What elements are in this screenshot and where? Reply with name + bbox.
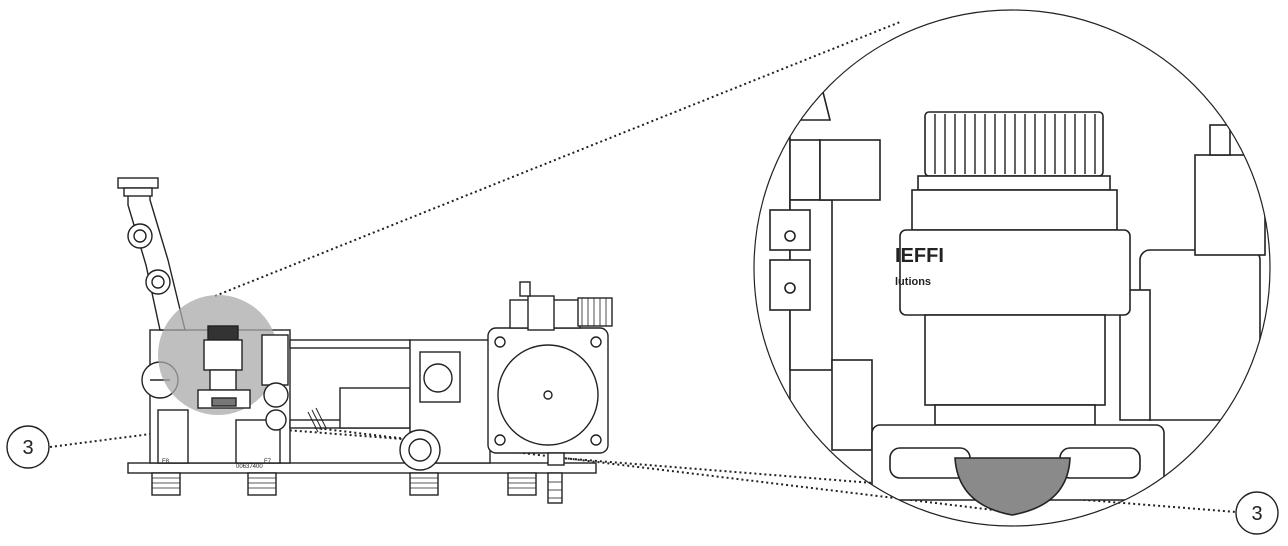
callout-right: 3 xyxy=(1235,491,1279,535)
leader-lines xyxy=(49,21,1237,513)
callout-left-leader xyxy=(49,424,221,448)
label-f8: F8 xyxy=(162,459,170,465)
label-f7: F7 xyxy=(264,459,272,465)
base-plate xyxy=(127,462,597,474)
inlet-riser xyxy=(127,181,186,331)
zoom-circle-outline xyxy=(753,9,1271,527)
callout-left: 3 xyxy=(6,425,50,469)
svg-text:3: 3 xyxy=(1251,503,1262,525)
bottom-fittings xyxy=(151,472,563,504)
svg-text:3: 3 xyxy=(22,437,33,459)
brand-text-bottom: lutions xyxy=(895,276,931,288)
brand-text-top: IEFFI xyxy=(895,245,944,267)
connecting-pipe xyxy=(289,339,411,349)
main-assembly xyxy=(117,177,613,504)
drain-cap xyxy=(954,457,1071,516)
knob-knurling xyxy=(934,114,1096,174)
spring xyxy=(307,407,327,433)
label-part-number: 00637400 xyxy=(236,464,263,470)
callout-right-leader xyxy=(559,457,1237,513)
valve-knob xyxy=(924,111,1104,177)
zoom-detail xyxy=(754,78,1266,526)
